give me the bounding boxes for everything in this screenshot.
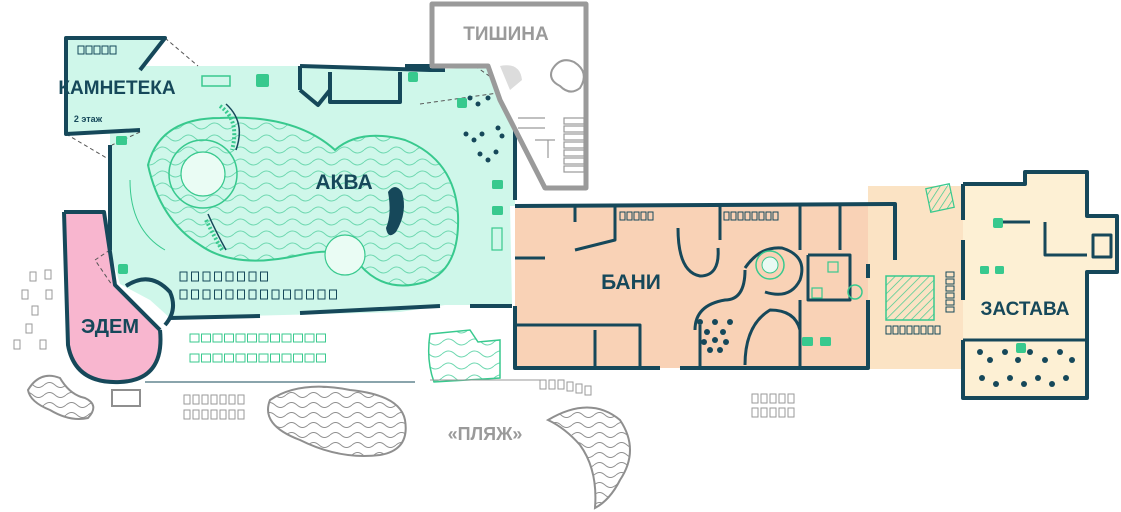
akva-label[interactable]: АКВА	[315, 171, 372, 194]
beach-pool-right	[545, 406, 631, 510]
lounger	[224, 353, 234, 363]
walls	[62, 36, 1119, 400]
lounger	[281, 353, 292, 363]
zone-labels: КАМНЕТЕКА 2 этаж ТИШИНА АКВА БАНИ ЗАСТАВ…	[58, 24, 1069, 444]
lounger	[248, 271, 257, 282]
lounger	[202, 289, 211, 300]
zastava-zone-area[interactable]	[963, 172, 1117, 398]
lounger	[237, 271, 245, 282]
lounger	[191, 289, 199, 300]
lounger	[281, 333, 292, 343]
lounger	[316, 333, 326, 343]
small-jacuzzi	[324, 234, 366, 276]
pool-steps-1	[218, 104, 237, 151]
lounger	[191, 271, 199, 282]
lounger	[179, 271, 188, 282]
lounger	[247, 353, 257, 363]
lounger	[214, 271, 222, 282]
lounger	[225, 289, 234, 300]
lounger	[260, 289, 268, 300]
island	[386, 187, 404, 236]
lounger	[293, 333, 303, 343]
beach-pool-left	[267, 385, 407, 457]
shower-icon	[201, 75, 503, 251]
main-pool	[146, 116, 460, 287]
edem-zone-area[interactable]	[64, 212, 161, 383]
round-jacuzzi	[168, 139, 238, 209]
lounger	[283, 289, 291, 300]
lounger	[304, 333, 315, 343]
tishina-loungers	[500, 65, 585, 173]
lounger	[260, 271, 268, 282]
lounger	[212, 353, 223, 363]
lounger	[271, 289, 280, 300]
plyazh-label[interactable]: «ПЛЯЖ»	[448, 424, 523, 444]
lounger	[235, 353, 246, 363]
edem-pool-outdoor	[26, 374, 95, 420]
lounger	[270, 333, 280, 343]
lounger	[258, 333, 269, 343]
stairs-icon	[118, 72, 1026, 353]
tishina-bath	[550, 59, 585, 93]
lounger	[225, 271, 234, 282]
lounger	[179, 289, 188, 300]
lounger	[224, 333, 234, 343]
kamneteka-label[interactable]: КАМНЕТЕКА	[58, 78, 175, 99]
kamneteka-floor-label: 2 этаж	[74, 114, 103, 124]
lounger	[329, 289, 337, 300]
lounger	[317, 289, 326, 300]
wc-icon	[116, 136, 1004, 346]
lounger	[235, 333, 246, 343]
lounger	[189, 333, 200, 343]
lounger	[247, 333, 257, 343]
edem-label[interactable]: ЭДЕМ	[81, 316, 139, 338]
lounger	[316, 353, 326, 363]
lounger	[304, 353, 315, 363]
lounger	[270, 353, 280, 363]
akva-pools	[129, 103, 460, 287]
bani-label[interactable]: БАНИ	[601, 271, 661, 294]
lounger	[189, 353, 200, 363]
tishina-label[interactable]: ТИШИНА	[463, 24, 549, 45]
zastava-label[interactable]: ЗАСТАВА	[980, 299, 1069, 320]
lounger	[306, 289, 314, 300]
lounger	[258, 353, 269, 363]
lounger	[248, 289, 257, 300]
lounger	[214, 289, 222, 300]
tishina-zone[interactable]	[429, 1, 589, 191]
outdoor-pool	[427, 329, 501, 383]
kamneteka-zone-area[interactable]	[66, 38, 165, 134]
lounger	[294, 289, 303, 300]
lounger	[237, 289, 245, 300]
lounger	[202, 271, 211, 282]
lounger	[293, 353, 303, 363]
lounger	[212, 333, 223, 343]
icons	[116, 72, 1026, 353]
lounger	[201, 353, 211, 363]
pool-steps-2	[204, 219, 224, 251]
furniture	[13, 45, 1075, 510]
lounger	[201, 333, 211, 343]
